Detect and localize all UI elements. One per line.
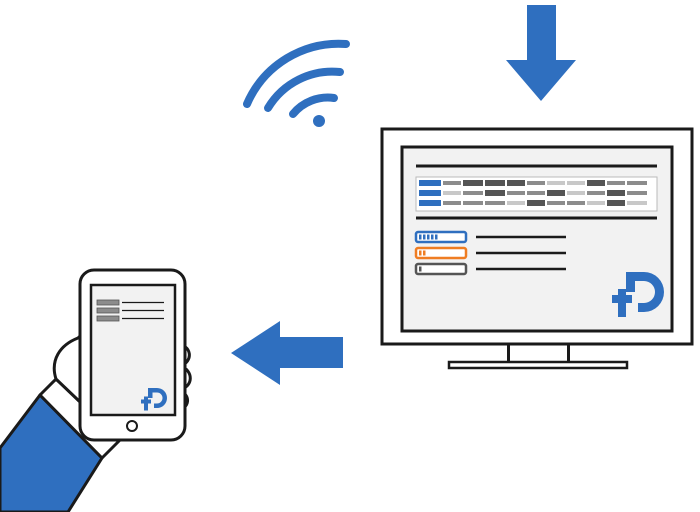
- progress-bar-row: [414, 262, 566, 276]
- monitor-neck-left: [507, 344, 510, 364]
- progress-bar-list: [414, 230, 566, 276]
- data-table-cell: [507, 180, 525, 186]
- wifi-dot: [313, 115, 325, 127]
- list-item-thumb: [96, 315, 120, 322]
- data-table-cell: [527, 181, 545, 185]
- arrow-down-icon: [506, 5, 576, 101]
- progress-bar-row: [414, 246, 566, 260]
- progress-bar-segment: [419, 266, 422, 272]
- plus-p-logo-icon: [612, 272, 664, 317]
- data-table-cell: [527, 191, 545, 195]
- data-table-cell: [419, 190, 441, 196]
- hand-with-phone: [0, 268, 192, 512]
- data-table-cell: [607, 181, 625, 185]
- data-table-cell: [463, 201, 483, 205]
- wifi-arc-medium: [264, 67, 344, 112]
- data-table-cell: [567, 191, 585, 195]
- progress-bar-frame: [414, 262, 468, 276]
- data-table-cell: [627, 181, 647, 185]
- data-table-cell: [547, 190, 565, 196]
- data-table-cell: [547, 181, 565, 185]
- list-item-thumb: [96, 307, 120, 314]
- data-table-cell: [607, 190, 625, 196]
- list-item-thumb: [96, 299, 120, 306]
- progress-bar-row: [414, 230, 566, 244]
- data-table-cell: [547, 201, 565, 205]
- wifi-icon: [243, 39, 350, 127]
- monitor-base: [447, 360, 629, 370]
- list-item: [96, 299, 164, 306]
- data-table-cell: [587, 191, 605, 195]
- data-table-cell: [587, 180, 605, 186]
- phone-list: [96, 299, 164, 322]
- data-table-cell: [587, 201, 605, 205]
- data-table-cell: [419, 180, 441, 186]
- arrow-left-icon: [231, 321, 343, 385]
- data-table-cell: [463, 191, 483, 195]
- data-table-cell: [627, 201, 647, 205]
- wifi-arc-small: [289, 93, 338, 118]
- plus-p-logo-icon: [141, 388, 167, 411]
- progress-bar-segment: [427, 234, 430, 240]
- data-table-cell: [507, 191, 525, 195]
- data-table-cell: [463, 180, 483, 186]
- data-table-cell: [607, 200, 625, 206]
- data-table-cell: [567, 201, 585, 205]
- progress-bar-frame: [414, 246, 468, 260]
- phone-home-button[interactable]: [126, 420, 138, 432]
- monitor-neck-right: [567, 344, 570, 364]
- data-table-cell: [527, 200, 545, 206]
- data-table-cell: [485, 201, 505, 205]
- data-table-cell: [419, 200, 441, 206]
- data-table-cell: [443, 191, 461, 195]
- progress-bar-segment: [431, 234, 434, 240]
- list-item: [96, 307, 164, 314]
- progress-bar-segment: [419, 234, 422, 240]
- list-item: [96, 315, 164, 322]
- data-table-cell: [627, 191, 647, 195]
- data-table: [415, 176, 658, 212]
- progress-bar-segment: [435, 234, 438, 240]
- wifi-arc-large: [243, 39, 350, 108]
- data-table-cell: [485, 180, 505, 186]
- progress-bar-segment: [423, 234, 426, 240]
- progress-bar-segment: [423, 250, 426, 256]
- progress-bar-segment: [419, 250, 422, 256]
- monitor: [380, 127, 694, 370]
- sleeve: [0, 393, 104, 512]
- data-table-cell: [443, 181, 461, 185]
- data-table-cell: [485, 190, 505, 196]
- data-table-cell: [567, 181, 585, 185]
- data-table-cell: [507, 201, 525, 205]
- data-table-cell: [443, 201, 461, 205]
